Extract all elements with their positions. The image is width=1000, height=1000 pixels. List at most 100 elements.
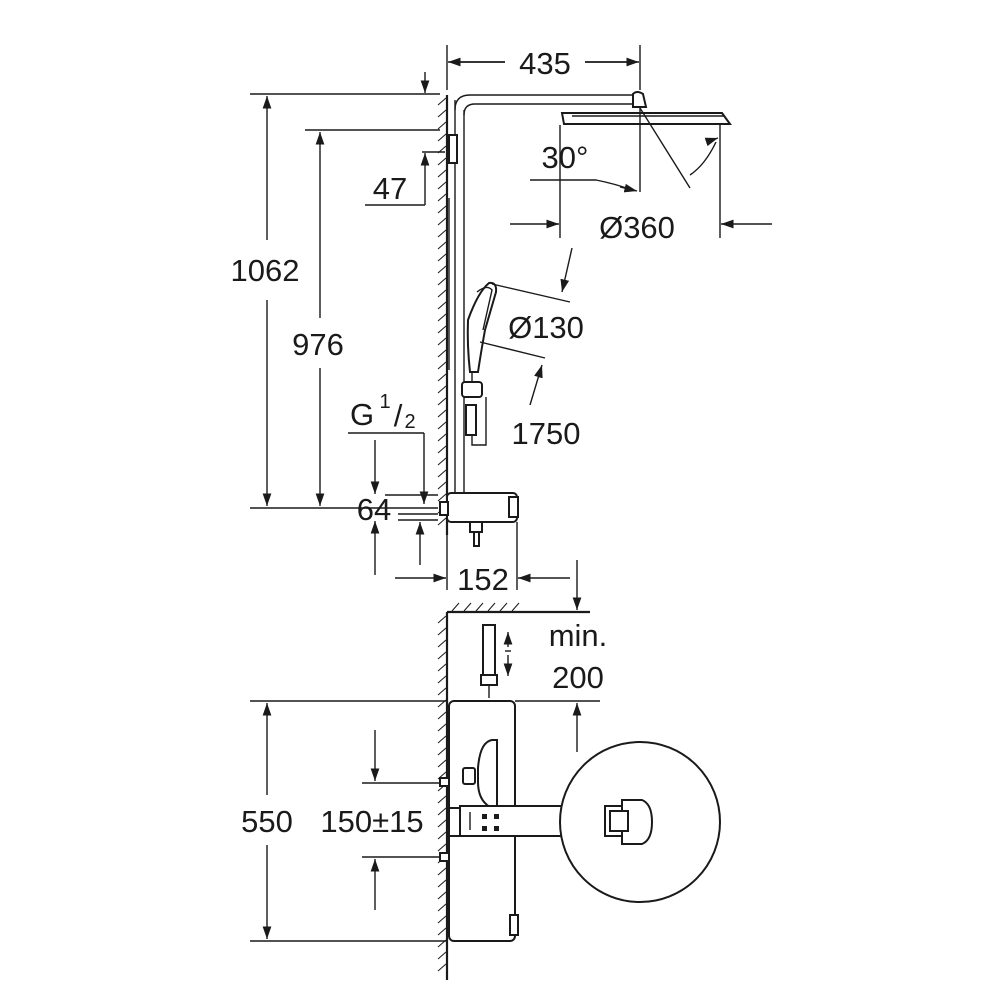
wall-hatch-line xyxy=(437,121,447,130)
outlet-height-label: 976 xyxy=(292,327,344,362)
dim-min-clearance: min. 200 xyxy=(515,560,607,752)
wall-side xyxy=(437,95,449,535)
wall-hatch-line xyxy=(437,409,447,418)
wall-hatch-line xyxy=(437,253,447,262)
wall-hatch-line xyxy=(437,963,447,972)
dim-width-top: 435 xyxy=(446,45,641,90)
thermostat-side xyxy=(439,492,519,547)
shower-arm xyxy=(454,94,635,116)
wall-hatch-line xyxy=(437,361,447,370)
depth-label: 152 xyxy=(457,562,509,597)
wall-hatch-line xyxy=(437,133,447,142)
dim-body-height: 550 xyxy=(241,700,447,942)
wall-hatch-line xyxy=(437,397,447,406)
wall-hatch-line xyxy=(437,927,447,936)
wall-front xyxy=(437,602,590,980)
inlet-centers-label: 150±15 xyxy=(320,804,423,839)
arm-perforation xyxy=(482,814,487,819)
wall-hatch-line xyxy=(437,879,447,888)
wall-hatch-line xyxy=(437,891,447,900)
wall-hatch-line xyxy=(437,193,447,202)
wall-hatch-line xyxy=(437,759,447,768)
ceiling-hatch-line xyxy=(499,602,508,612)
dim-inlet-centers: 150±15 xyxy=(320,730,440,910)
wall-hatch-line xyxy=(437,469,447,478)
wall-hatch-line xyxy=(437,109,447,118)
cartridge xyxy=(480,624,513,698)
riser-pipe xyxy=(448,100,465,495)
dim-total-height: 1062 xyxy=(231,93,440,509)
ceiling-hatch-line xyxy=(511,602,520,612)
wall-hatch-line xyxy=(437,229,447,238)
wall-hatch-line xyxy=(437,687,447,696)
thread-numerator: 1 xyxy=(379,391,390,413)
dim-head-diameter: Ø360 xyxy=(510,125,772,245)
wall-hatch-line xyxy=(437,747,447,756)
arm-perforation xyxy=(482,826,487,831)
head-diameter-label: Ø360 xyxy=(599,210,675,245)
inlet-spacing-label: 64 xyxy=(357,492,391,527)
wall-hatch-line xyxy=(437,675,447,684)
ceiling-hatch-line xyxy=(463,602,472,612)
thread-slash: / xyxy=(394,398,403,433)
wall-hatch-line xyxy=(437,627,447,636)
angle-label: 30° xyxy=(542,140,589,175)
wall-hatch-line xyxy=(437,265,447,274)
wall-hatch-line xyxy=(437,241,447,250)
wall-hatch-line xyxy=(437,373,447,382)
side-view: 435 30° Ø360 Ø130 175 xyxy=(231,45,772,597)
ceiling-hatch-line xyxy=(451,602,460,612)
front-view: min. 200 xyxy=(241,560,721,980)
hand-shower xyxy=(461,281,498,446)
ceiling-hatch-line xyxy=(475,602,484,612)
hand-diameter-label: Ø130 xyxy=(508,310,584,345)
wall-hatch-line xyxy=(437,217,447,226)
min-label-line2: 200 xyxy=(552,660,604,695)
dim-hand-diameter: Ø130 xyxy=(479,247,584,406)
wall-hatch-line xyxy=(437,97,447,106)
wall-hatch-line xyxy=(437,711,447,720)
wall-hatch-line xyxy=(437,481,447,490)
hose-length-label: 1750 xyxy=(512,416,581,451)
wall-hatch-line xyxy=(437,157,447,166)
arm-offset-label: 47 xyxy=(373,171,407,206)
wall-hatch-line xyxy=(437,421,447,430)
wall-hatch-line xyxy=(437,289,447,298)
wall-hatch-line xyxy=(437,457,447,466)
min-label-line1: min. xyxy=(549,618,608,653)
wall-hatch-line xyxy=(437,651,447,660)
wall-hatch-line xyxy=(437,795,447,804)
arm-perforation xyxy=(494,814,499,819)
wall-hatch-line xyxy=(437,615,447,624)
dim-angle: 30° xyxy=(530,107,719,193)
wall-hatch-line xyxy=(437,301,447,310)
dim-depth: 152 xyxy=(395,522,570,597)
wall-hatch-line xyxy=(437,663,447,672)
wall-hatch-line xyxy=(437,843,447,852)
wall-hatch-line xyxy=(437,433,447,442)
wall-hatch-line xyxy=(437,385,447,394)
width-top-label: 435 xyxy=(519,46,571,81)
wall-hatch-line xyxy=(437,915,447,924)
dim-outlet-height: 976 xyxy=(292,129,440,506)
wall-hatch-line xyxy=(437,181,447,190)
dim-thread: G 1 / 2 xyxy=(348,391,429,504)
total-height-label: 1062 xyxy=(231,253,300,288)
wall-hatch-line xyxy=(437,349,447,358)
wall-hatch-line xyxy=(437,517,447,526)
head-shower-front xyxy=(559,741,721,903)
dim-arm-offset: 47 xyxy=(365,72,445,206)
wall-hatch-line xyxy=(437,205,447,214)
wall-hatch-line xyxy=(437,867,447,876)
arm-perforation xyxy=(494,826,499,831)
wall-hatch-line xyxy=(437,819,447,828)
body-height-label: 550 xyxy=(241,804,293,839)
wall-hatch-line xyxy=(437,903,447,912)
wall-hatch-line xyxy=(437,807,447,816)
wall-hatch-line xyxy=(437,337,447,346)
wall-hatch-line xyxy=(437,735,447,744)
wall-hatch-line xyxy=(437,277,447,286)
wall-hatch-line xyxy=(437,831,447,840)
wall-hatch-line xyxy=(437,169,447,178)
